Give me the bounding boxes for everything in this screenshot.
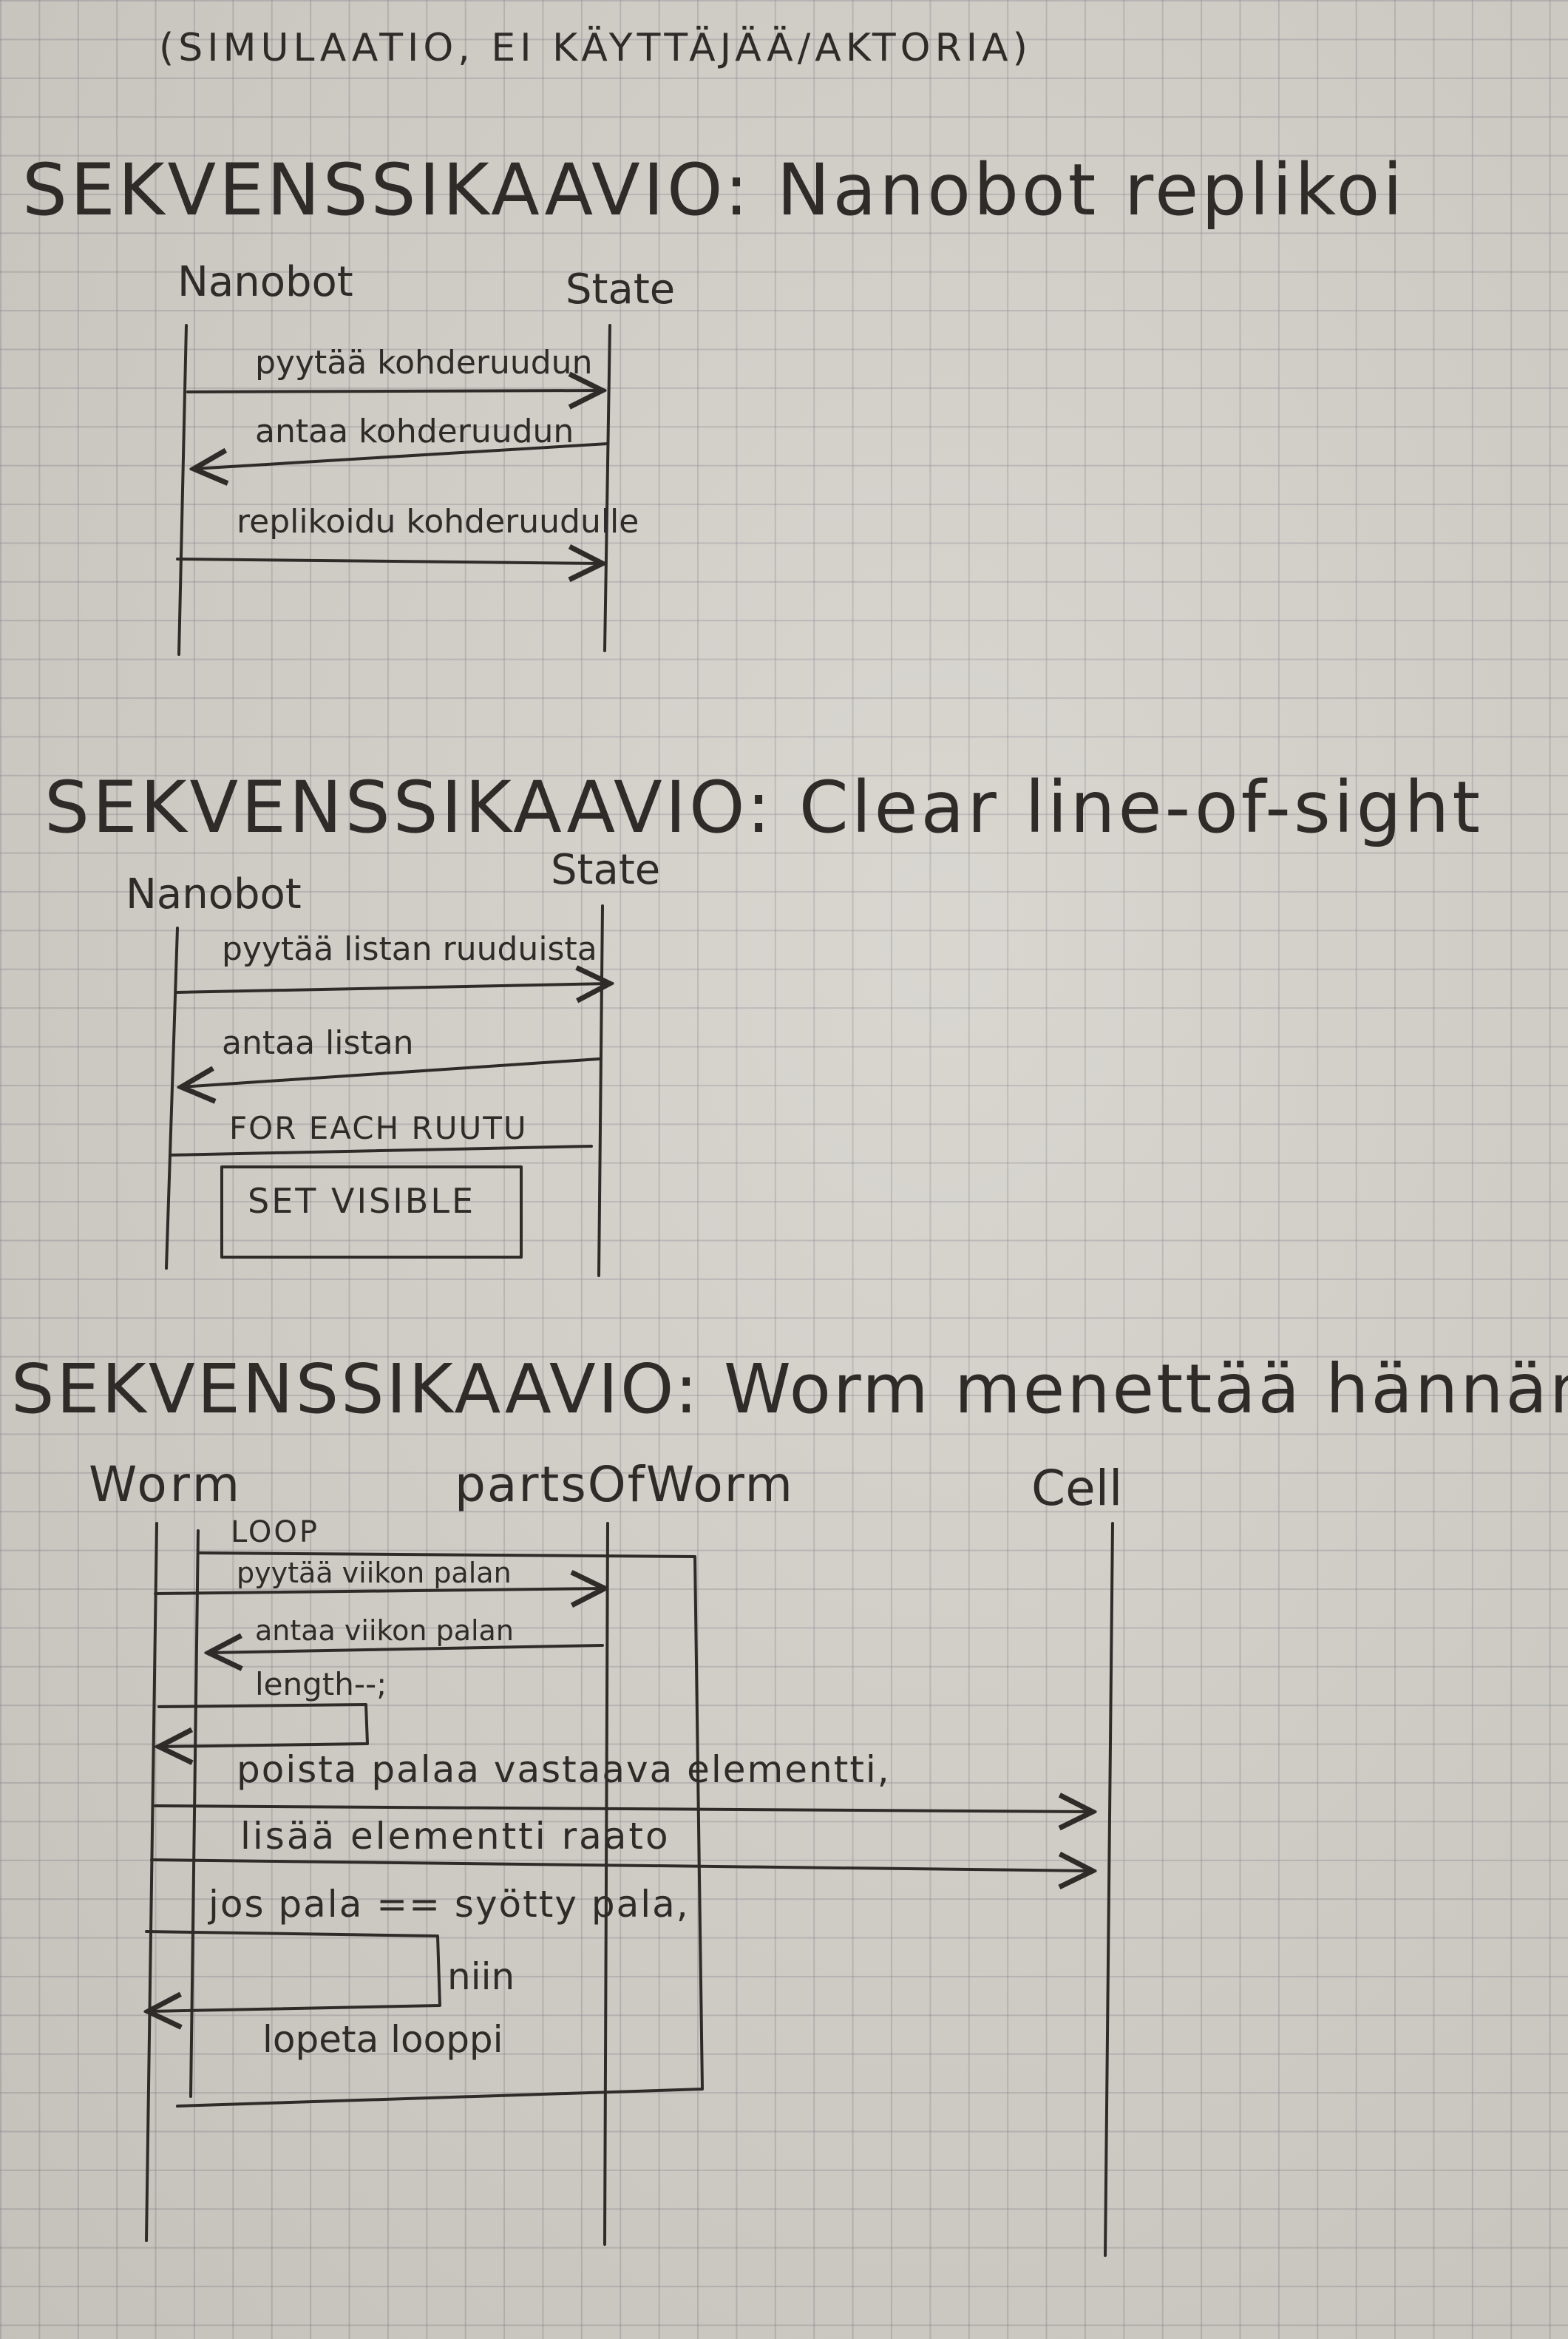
message-label: pyytää kohderuudun bbox=[255, 344, 592, 382]
message-label: pyytää viikon palan bbox=[237, 1557, 512, 1589]
message-arrow bbox=[208, 1645, 604, 1653]
message-label: length--; bbox=[255, 1666, 387, 1702]
message-label: pyytää listan ruuduista bbox=[222, 930, 597, 968]
message-label: jos pala == syötty pala, bbox=[208, 1883, 690, 1926]
diagram-2: SEKVENSSIKAAVIO: Clear line-of-sight Nan… bbox=[44, 766, 1483, 1277]
participant-nanobot: Nanobot bbox=[126, 870, 302, 918]
lifeline-worm bbox=[145, 1522, 158, 2242]
self-message-arrow bbox=[159, 1703, 369, 1747]
set-visible-label: SET VISIBLE bbox=[248, 1181, 475, 1221]
lifeline-nanobot bbox=[165, 927, 179, 1270]
message-label: niin bbox=[447, 1955, 515, 1998]
message-arrow bbox=[181, 1057, 600, 1087]
lifeline-cell bbox=[1104, 1522, 1114, 2257]
header-note: (SIMULAATIO, EI KÄYTTÄJÄÄ/AKTORIA) bbox=[159, 25, 1032, 70]
lifeline-worm-activation bbox=[189, 1529, 200, 2098]
message-label: lisää elementti raato bbox=[240, 1815, 671, 1858]
participant-state: State bbox=[566, 265, 675, 314]
diagram-3: SEKVENSSIKAAVIO: Worm menettää hännän Wo… bbox=[11, 1350, 1568, 2257]
lifeline-partsofworm bbox=[603, 1522, 609, 2246]
participant-cell: Cell bbox=[1031, 1460, 1122, 1517]
lifeline-state bbox=[603, 324, 611, 652]
loop-frame bbox=[176, 1551, 704, 2108]
loop-label: FOR EACH RUUTU bbox=[229, 1110, 528, 1146]
message-label: antaa viikon palan bbox=[255, 1614, 514, 1647]
diagram-3-title: SEKVENSSIKAAVIO: Worm menettää hännän bbox=[11, 1350, 1568, 1429]
message-arrow bbox=[176, 559, 603, 563]
message-label: replikoidu kohderuudulle bbox=[237, 503, 639, 541]
diagram-2-title: SEKVENSSIKAAVIO: Clear line-of-sight bbox=[44, 766, 1483, 849]
participant-worm: Worm bbox=[89, 1456, 242, 1513]
loop-frame-line bbox=[169, 1145, 593, 1157]
message-arrow bbox=[194, 442, 609, 469]
diagram-1: SEKVENSSIKAAVIO: Nanobot replikoi Nanobo… bbox=[22, 149, 1405, 656]
lifeline-nanobot bbox=[177, 324, 188, 656]
set-visible-box bbox=[220, 1165, 523, 1259]
message-label: antaa kohderuudun bbox=[255, 413, 574, 450]
self-message-arrow bbox=[146, 1930, 441, 2011]
message-arrow bbox=[154, 1806, 1093, 1812]
message-label: lopeta looppi bbox=[262, 2018, 503, 2061]
message-label: poista palaa vastaava elementti, bbox=[237, 1748, 891, 1791]
lifeline-state bbox=[597, 904, 604, 1277]
message-arrow bbox=[174, 984, 610, 992]
message-arrow bbox=[150, 1860, 1093, 1871]
diagram-1-title: SEKVENSSIKAAVIO: Nanobot replikoi bbox=[22, 149, 1405, 231]
message-arrow bbox=[154, 1588, 605, 1594]
message-label: antaa listan bbox=[222, 1024, 414, 1062]
participant-partsofworm: partsOfWorm bbox=[455, 1456, 794, 1513]
loop-label: LOOP bbox=[231, 1515, 319, 1549]
message-arrow bbox=[186, 390, 603, 392]
participant-nanobot: Nanobot bbox=[177, 258, 353, 306]
participant-state: State bbox=[551, 846, 660, 894]
